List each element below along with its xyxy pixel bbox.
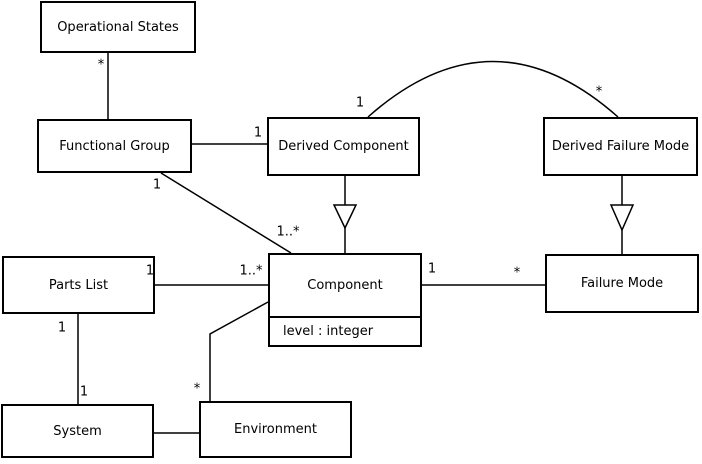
- edge-derived-component-derived-failure-mode-arc: [367, 60, 619, 118]
- class-label: Parts List: [48, 277, 109, 293]
- multiplicity-system-from-parts-list: 1: [79, 384, 89, 400]
- edge-functional-group-component: [160, 172, 292, 254]
- edge-derived-failure-mode-failure-mode-generalization: [609, 176, 635, 254]
- class-label: Environment: [233, 422, 317, 437]
- generalization-triangle-icon: [332, 204, 358, 230]
- multiplicity-derived-component-arc: 1: [355, 95, 365, 111]
- class-derived-component: Derived Component: [267, 117, 420, 176]
- multiplicity-failure-mode-from-component: *: [513, 265, 521, 281]
- multiplicity-component-from-parts-list: 1..*: [239, 263, 263, 279]
- class-label: Derived Component: [278, 139, 409, 154]
- class-operational-states: Operational States: [40, 1, 196, 53]
- class-label: Component: [307, 278, 383, 293]
- class-environment: Environment: [199, 401, 352, 458]
- edge-derived-component-component-generalization: [332, 176, 358, 253]
- multiplicity-component-to-failure-mode: 1: [427, 261, 437, 277]
- class-functional-group: Functional Group: [37, 119, 192, 173]
- class-label: System: [53, 423, 102, 439]
- multiplicity-operational-states: *: [97, 57, 105, 73]
- multiplicity-parts-list-to-system: 1: [57, 320, 67, 336]
- class-name-compartment: Component: [270, 255, 420, 316]
- multiplicity-derived-component-from-functional-group: 1: [253, 125, 263, 141]
- class-label: Derived Failure Mode: [551, 139, 690, 154]
- class-label: Operational States: [57, 19, 179, 35]
- class-failure-mode: Failure Mode: [545, 254, 699, 313]
- class-component: Component level : integer: [268, 253, 422, 347]
- generalization-triangle-icon: [609, 204, 635, 232]
- multiplicity-parts-list-to-component: 1: [145, 263, 155, 279]
- multiplicity-derived-failure-mode-arc: *: [595, 84, 603, 100]
- class-attribute: level : integer: [283, 324, 374, 339]
- class-label: Functional Group: [59, 138, 170, 154]
- class-label: Failure Mode: [580, 276, 664, 291]
- class-parts-list: Parts List: [2, 256, 155, 314]
- class-derived-failure-mode: Derived Failure Mode: [543, 117, 698, 176]
- class-attributes-compartment: level : integer: [270, 316, 420, 345]
- edge-environment-component: [209, 301, 269, 401]
- multiplicity-functional-group-to-component: 1: [152, 177, 162, 193]
- class-system: System: [1, 404, 154, 458]
- multiplicity-environment-to-component: *: [193, 381, 201, 397]
- multiplicity-component-from-functional-group: 1..*: [276, 224, 300, 240]
